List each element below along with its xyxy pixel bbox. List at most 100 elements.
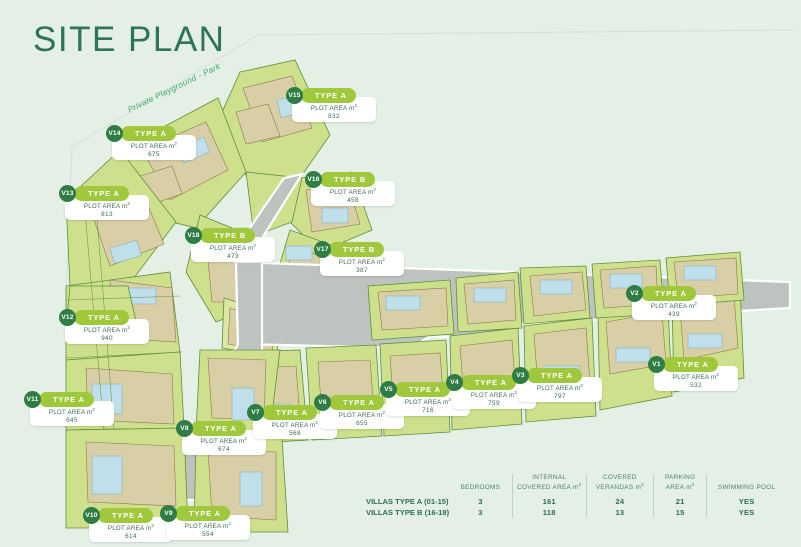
plot-area-value: 716 <box>422 407 434 415</box>
plot-area-value: 674 <box>218 446 230 454</box>
plot-type-label: TYPE A <box>53 395 85 404</box>
plot-id-badge: V17 <box>314 241 331 258</box>
col-header-internal-l1: INTERNAL <box>532 474 567 481</box>
plot-id-badge: V11 <box>24 391 41 408</box>
plot-area-value: 645 <box>66 417 78 425</box>
plot-label-v2[interactable]: PLOT AREA m2 439 TYPE A V2 <box>624 285 716 320</box>
cell-internal-b: 118 <box>511 507 587 519</box>
plot-type-bar: TYPE A <box>191 421 246 436</box>
plot-type-bar: TYPE A <box>121 126 176 141</box>
plot-label-v3[interactable]: PLOT AREA m2 797 TYPE A V3 <box>510 367 602 402</box>
cell-verandas-a: 24 <box>585 496 654 508</box>
col-header-covered-verandas: COVERED VERANDAS m2 <box>585 474 654 497</box>
plot-area-caption: PLOT AREA m2 <box>310 103 358 113</box>
plot-area-value: 387 <box>356 267 368 275</box>
plot-area-caption: PLOT AREA m2 <box>672 372 720 382</box>
plot-id-badge: V18 <box>185 227 202 244</box>
plot-area-value: 554 <box>202 531 214 539</box>
plot-label-v6[interactable]: PLOT AREA m2 655 TYPE A V6 <box>312 394 404 429</box>
cell-pool-a: YES <box>706 496 786 508</box>
plot-type-bar: TYPE A <box>395 382 450 397</box>
plot-area-caption: PLOT AREA m2 <box>184 521 232 531</box>
plot-type-label: TYPE A <box>276 408 308 417</box>
plot-type-bar: TYPE A <box>74 186 129 201</box>
plot-label-v16[interactable]: PLOT AREA m2 458 TYPE B V16 <box>303 171 395 206</box>
plot-id-badge: V10 <box>83 507 100 524</box>
plot-label-v8[interactable]: PLOT AREA m2 674 TYPE A V8 <box>174 420 266 455</box>
plot-label-v18[interactable]: PLOT AREA m2 473 TYPE B V18 <box>183 227 275 262</box>
plot-label-v13[interactable]: PLOT AREA m2 813 TYPE A V13 <box>57 185 149 220</box>
plot-type-label: TYPE A <box>541 371 573 380</box>
plot-area-caption: PLOT AREA m2 <box>338 257 386 267</box>
plot-type-bar: TYPE B <box>200 228 256 243</box>
plot-area-caption: PLOT AREA m2 <box>338 410 386 420</box>
plot-id-badge: V9 <box>160 505 177 522</box>
col-header-parking-area: PARKING AREA m2 <box>652 474 707 497</box>
plot-type-bar: TYPE A <box>329 395 384 410</box>
plot-area-caption: PLOT AREA m2 <box>200 436 248 446</box>
plot-area-value: 759 <box>488 400 500 408</box>
plot-type-bar: TYPE A <box>527 368 582 383</box>
plot-id-badge: V16 <box>305 171 322 188</box>
col-header-blank <box>366 474 449 496</box>
plot-type-label: TYPE A <box>475 378 507 387</box>
specs-table: BEDROOMS INTERNAL COVERED AREA m2 COVERE… <box>366 474 786 519</box>
plot-area-caption: PLOT AREA m2 <box>650 301 698 311</box>
cell-bedrooms-b: 3 <box>478 508 483 518</box>
plot-type-bar: TYPE A <box>39 392 94 407</box>
cell-parking-a: 21 <box>652 496 707 508</box>
plot-label-v14[interactable]: PLOT AREA m2 675 TYPE A V14 <box>104 125 196 160</box>
plot-id-badge: V4 <box>446 374 463 391</box>
plot-area-value: 473 <box>227 253 239 261</box>
plot-label-v15[interactable]: PLOT AREA m2 832 TYPE A V15 <box>284 87 376 122</box>
plot-id-badge: V8 <box>176 420 193 437</box>
plot-label-v17[interactable]: PLOT AREA m2 387 TYPE B V17 <box>312 241 404 276</box>
plot-area-value: 568 <box>289 430 301 438</box>
plot-type-label: TYPE A <box>655 289 687 298</box>
plot-area-caption: PLOT AREA m2 <box>404 397 452 407</box>
villa-specs-table: BEDROOMS INTERNAL COVERED AREA m2 COVERE… <box>366 474 786 526</box>
plot-type-bar: TYPE A <box>74 310 129 325</box>
plot-type-bar: TYPE A <box>663 357 718 372</box>
plot-area-caption: PLOT AREA m2 <box>48 407 96 417</box>
specs-table-body: VILLAS TYPE A (01-15) 3 161 24 21 YES VI… <box>366 496 786 519</box>
plot-type-label: TYPE A <box>343 398 375 407</box>
col-header-bedrooms: BEDROOMS <box>460 484 501 492</box>
plot-area-value: 458 <box>347 197 359 205</box>
plot-area-caption: PLOT AREA m2 <box>83 201 131 211</box>
plot-area-caption: PLOT AREA m2 <box>329 187 377 197</box>
plot-type-label: TYPE A <box>88 189 120 198</box>
col-header-covered-l1: COVERED <box>603 474 637 481</box>
plot-area-value: 614 <box>125 533 137 541</box>
plot-label-v10[interactable]: PLOT AREA m2 614 TYPE A V10 <box>81 507 173 542</box>
row-label-type-b: VILLAS TYPE B (16-18) <box>366 508 450 518</box>
plot-label-v9[interactable]: PLOT AREA m2 554 TYPE A V9 <box>158 505 250 540</box>
plot-area-caption: PLOT AREA m2 <box>107 523 155 533</box>
plot-id-badge: V12 <box>59 309 76 326</box>
plot-type-label: TYPE A <box>315 91 347 100</box>
plot-area-value: 439 <box>668 311 680 319</box>
plot-area-caption: PLOT AREA m2 <box>470 390 518 400</box>
plot-id-badge: V3 <box>512 367 529 384</box>
plot-type-label: TYPE A <box>189 509 221 518</box>
plot-type-bar: TYPE B <box>329 242 385 257</box>
plot-area-caption: PLOT AREA m2 <box>83 325 131 335</box>
plot-id-badge: V2 <box>626 285 643 302</box>
plot-type-label: TYPE A <box>409 385 441 394</box>
plot-label-v1[interactable]: PLOT AREA m2 532 TYPE A V1 <box>646 356 738 391</box>
plot-label-v11[interactable]: PLOT AREA m2 645 TYPE A V11 <box>22 391 114 426</box>
plot-type-bar: TYPE A <box>262 405 317 420</box>
plot-type-bar: TYPE A <box>98 508 153 523</box>
cell-internal-a: 161 <box>511 496 587 508</box>
plot-type-label: TYPE A <box>677 360 709 369</box>
plot-label-v5[interactable]: PLOT AREA m2 716 TYPE A V5 <box>378 381 470 416</box>
col-header-parking-l2: AREA m <box>665 484 692 492</box>
table-row: VILLAS TYPE B (16-18) 3 118 13 15 YES <box>366 507 786 519</box>
plot-label-v12[interactable]: PLOT AREA m2 940 TYPE A V12 <box>57 309 149 344</box>
plot-area-value: 940 <box>101 335 113 343</box>
plot-area-caption: PLOT AREA m2 <box>209 243 257 253</box>
specs-header-row: BEDROOMS INTERNAL COVERED AREA m2 COVERE… <box>366 474 786 497</box>
plot-type-label: TYPE B <box>343 245 376 254</box>
col-header-covered-l2: VERANDAS m <box>595 484 642 492</box>
plot-type-label: TYPE A <box>205 424 237 433</box>
